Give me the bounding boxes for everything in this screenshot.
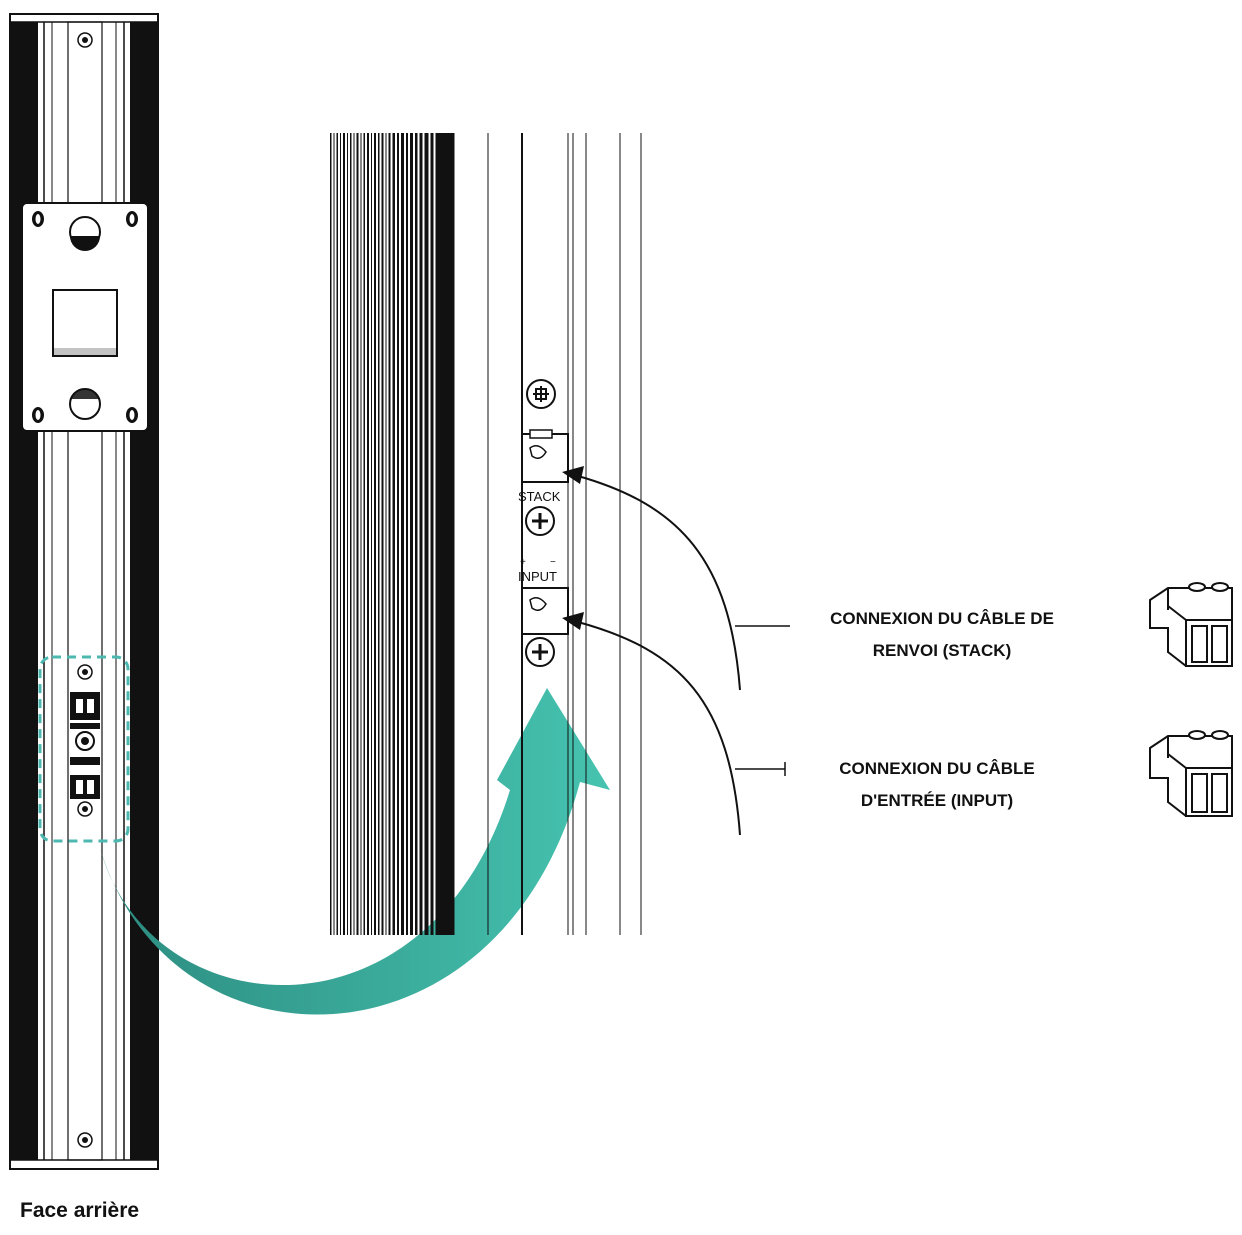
grille-fin	[333, 133, 335, 935]
input-cable-label: CONNEXION DU CÂBLE D'ENTRÉE (INPUT)	[792, 753, 1082, 817]
input-terminal-block-icon	[1149, 730, 1233, 817]
grille-fin	[381, 133, 384, 935]
grille-fin	[363, 133, 365, 935]
connector-highlight-box	[38, 655, 130, 843]
rear-face-caption: Face arrière	[20, 1199, 140, 1222]
grille-fin	[415, 133, 418, 935]
grille-fin	[347, 133, 348, 935]
speaker-column-rear	[9, 13, 159, 1170]
input-cable	[562, 612, 741, 836]
stack-label-line2: RENVOI (STACK)	[872, 641, 1012, 660]
grille-fin	[340, 133, 341, 935]
speaker-side-detail	[330, 133, 455, 935]
grille-edge	[440, 133, 452, 935]
mounting-bracket-plate	[21, 202, 149, 432]
grille-fin	[378, 133, 380, 935]
grille-fin	[367, 133, 369, 935]
grille-fin	[360, 133, 362, 935]
grille-fin	[353, 133, 355, 935]
stack-terminal-block-icon	[1149, 582, 1233, 667]
bottom-screw-icon	[77, 1132, 93, 1148]
grille-fin	[392, 133, 395, 935]
detail-connector-panel	[521, 379, 569, 667]
grille-fin	[374, 133, 376, 935]
grille-fin	[401, 133, 404, 935]
grille-fin	[435, 133, 441, 935]
panel-minus-label: −	[550, 557, 556, 568]
grille-fin	[350, 133, 352, 935]
grille-fin	[356, 133, 359, 935]
panel-plus-label: +	[520, 557, 526, 568]
grille-fin	[330, 133, 332, 935]
rear-connector-panel	[70, 664, 100, 817]
grille-fin	[388, 133, 391, 935]
input-label-line1: CONNEXION DU CÂBLE	[839, 759, 1035, 778]
grille-fin	[410, 133, 413, 935]
grille-fin	[343, 133, 345, 935]
input-leader-line	[735, 762, 786, 776]
top-screw-icon	[77, 32, 93, 48]
zoom-arrow-icon	[100, 688, 610, 1015]
stack-cable	[562, 466, 741, 691]
grille-fin	[406, 133, 408, 935]
stack-cable-label: CONNEXION DU CÂBLE DE RENVOI (STACK)	[792, 603, 1092, 667]
grille-fin	[397, 133, 399, 935]
stack-label-line1: CONNEXION DU CÂBLE DE	[830, 609, 1054, 628]
grille-fin	[371, 133, 372, 935]
grille-fin	[419, 133, 423, 935]
panel-input-label: INPUT	[518, 569, 557, 584]
input-label-line2: D'ENTRÉE (INPUT)	[860, 791, 1014, 810]
grille-fin	[424, 133, 429, 935]
grille-fin	[385, 133, 387, 935]
grille-fin	[430, 133, 434, 935]
side-profile-lines	[487, 133, 642, 935]
panel-stack-label: STACK	[518, 489, 561, 504]
grille-fin	[336, 133, 338, 935]
